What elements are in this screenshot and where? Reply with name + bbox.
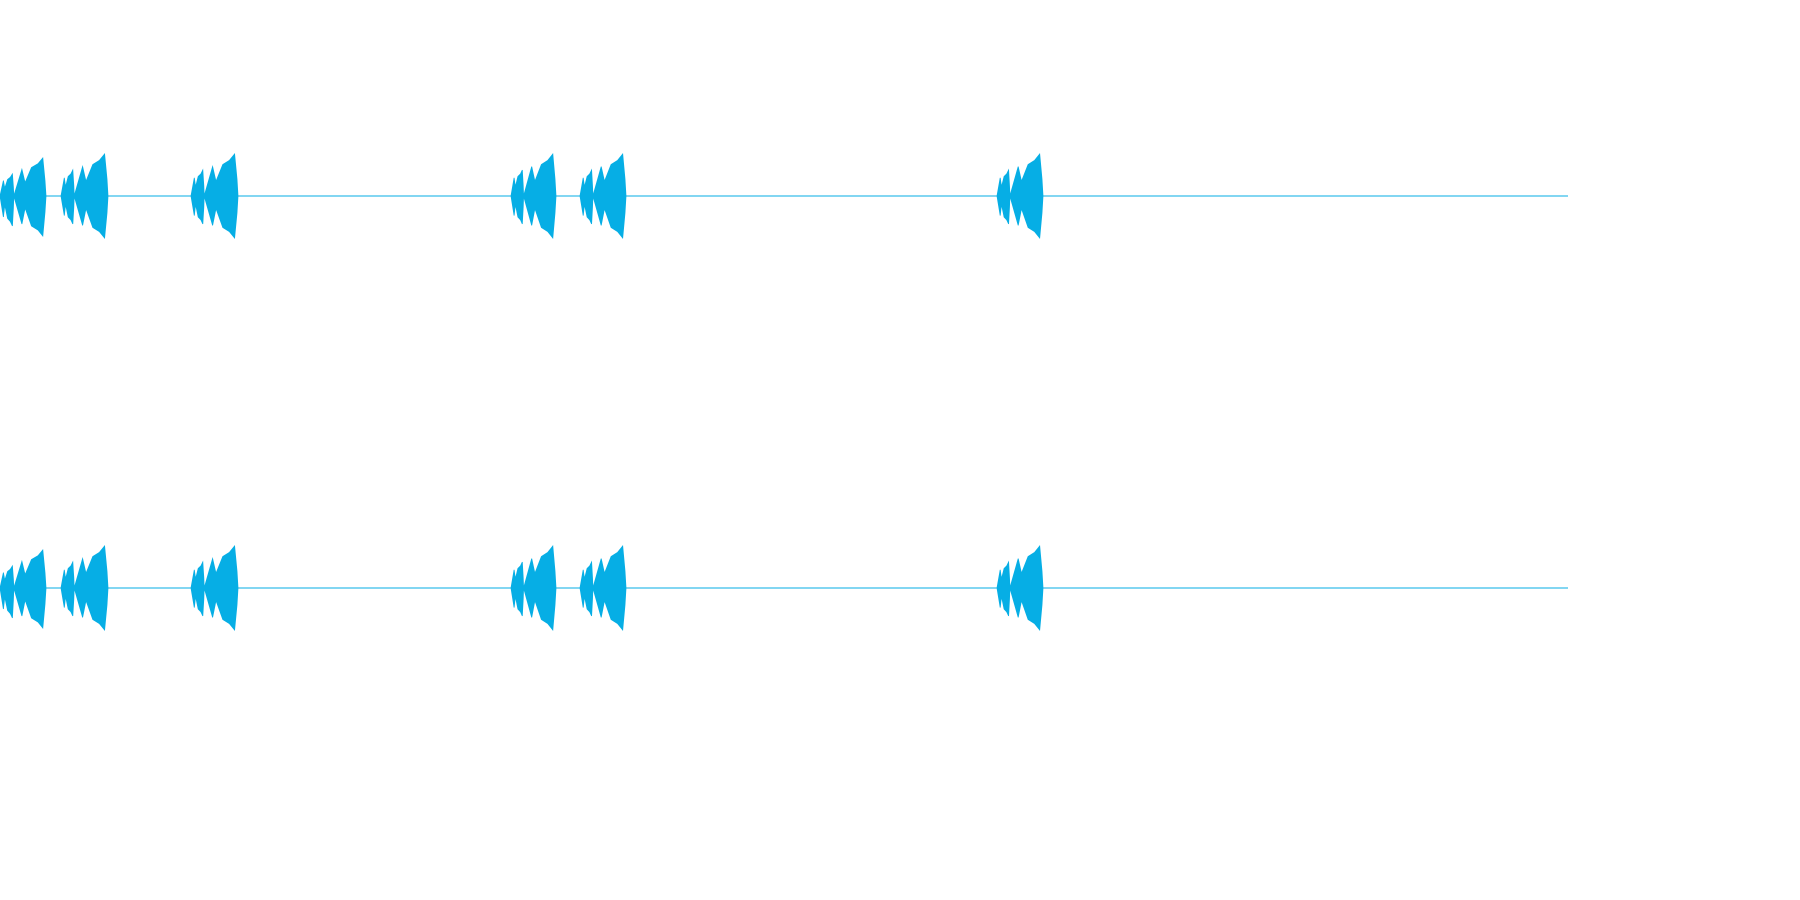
channel-track-left[interactable] bbox=[0, 152, 1568, 240]
audio-burst bbox=[579, 544, 627, 632]
audio-burst bbox=[0, 549, 47, 630]
audio-burst bbox=[996, 544, 1044, 632]
audio-burst bbox=[579, 152, 627, 240]
audio-burst bbox=[190, 152, 239, 240]
audio-burst bbox=[996, 152, 1044, 240]
audio-burst bbox=[190, 544, 239, 632]
channel-track-right[interactable] bbox=[0, 544, 1568, 632]
audio-burst bbox=[0, 157, 47, 238]
audio-burst bbox=[510, 152, 557, 240]
audio-burst bbox=[60, 152, 109, 240]
audio-burst bbox=[60, 544, 109, 632]
audio-burst bbox=[510, 544, 557, 632]
